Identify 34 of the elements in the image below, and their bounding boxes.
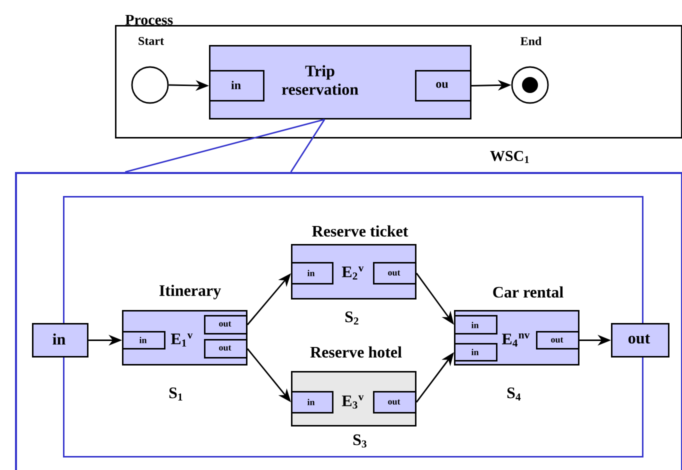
service-id-label: S$_{4}$ (507, 387, 521, 400)
port-label: out (388, 399, 400, 405)
port-label: in (307, 398, 315, 406)
box-title: Process (125, 14, 173, 25)
service-title: Car rental (493, 286, 564, 298)
service-title: Itinerary (159, 284, 221, 300)
service-id-label: S$_{2}$ (345, 311, 358, 324)
port-label: in (231, 80, 241, 90)
service-label: E$_{1}$v (170, 333, 193, 347)
circle-label: Start (138, 36, 164, 46)
port-label: in (471, 348, 479, 356)
service-id-label: S$_{1}$ (169, 387, 182, 400)
service-label: E$_{4}$nv (502, 333, 530, 347)
composition-label: WSC$_{1}$ (490, 150, 529, 164)
port-label: out (551, 337, 564, 343)
port-label: out (219, 321, 232, 327)
service-title: Reserve hotel (310, 346, 402, 358)
port-label: in (307, 270, 315, 276)
detail-frame (15, 172, 682, 470)
zoom-line (125, 118, 325, 173)
service-label: E$_{2}$v (342, 266, 364, 280)
port-label: out (628, 334, 650, 344)
port-label: in (139, 336, 147, 344)
port-label: out (388, 270, 400, 276)
service-id-label: S$_{3}$ (353, 434, 366, 448)
task-label: Trip reservation (282, 65, 358, 95)
zoom-line (290, 119, 326, 172)
port-label: ou (436, 82, 448, 88)
circle-label: End (520, 36, 542, 46)
service-title: Reserve ticket (312, 225, 408, 237)
service-label: E$_{3}$v (342, 395, 364, 409)
port-label: in (471, 322, 479, 328)
port-label: in (52, 333, 66, 345)
port-label: out (219, 345, 232, 351)
